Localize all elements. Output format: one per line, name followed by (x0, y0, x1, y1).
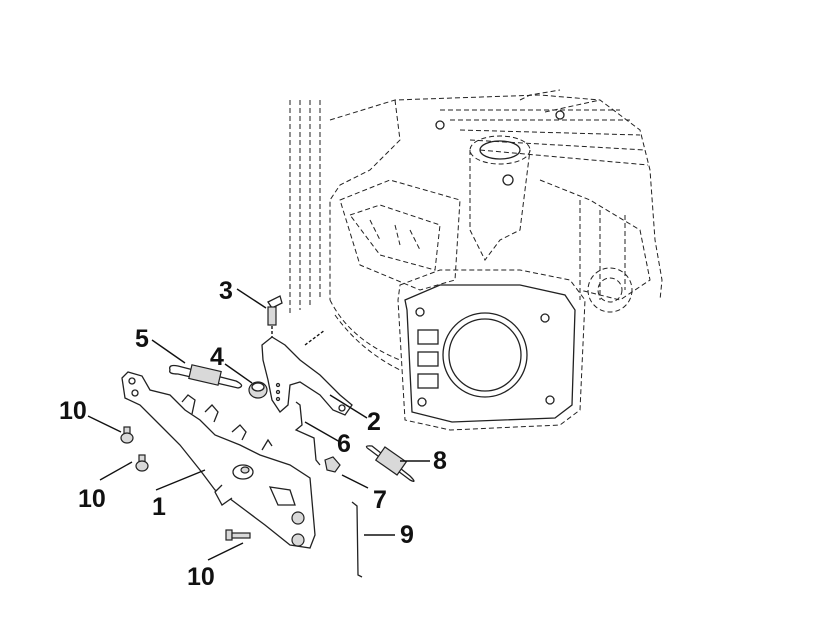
part-2-governor-lever[interactable] (261, 329, 353, 416)
part-3-clamp-bolt[interactable] (267, 295, 283, 338)
part-10-bolt-c[interactable] (225, 529, 251, 541)
callout-10-b[interactable]: 10 (78, 485, 106, 513)
callout-10-c[interactable]: 10 (187, 563, 215, 591)
leader-lines (87, 288, 430, 561)
callout-3[interactable]: 3 (219, 277, 233, 305)
part-5-spring[interactable] (169, 364, 243, 389)
part-6-link-rod[interactable] (294, 401, 321, 466)
callout-4[interactable]: 4 (210, 343, 224, 371)
callout-7[interactable]: 7 (373, 486, 387, 514)
callout-5[interactable]: 5 (135, 325, 149, 353)
part-7-clip[interactable] (324, 456, 341, 473)
part-10-bolt-b[interactable] (135, 454, 149, 472)
callout-6[interactable]: 6 (337, 430, 351, 458)
part-9-throttle-rod[interactable] (351, 501, 363, 578)
part-8-governor-spring[interactable] (365, 445, 415, 482)
part-1-control-bracket[interactable] (121, 371, 316, 549)
callout-2[interactable]: 2 (367, 408, 381, 436)
part-10-bolt-a[interactable] (120, 426, 134, 444)
callout-8[interactable]: 8 (433, 447, 447, 475)
callout-9[interactable]: 9 (400, 521, 414, 549)
part-4-nut[interactable] (248, 381, 268, 399)
callout-10-a[interactable]: 10 (59, 397, 87, 425)
callout-1[interactable]: 1 (152, 493, 166, 521)
engine-block (289, 89, 663, 431)
